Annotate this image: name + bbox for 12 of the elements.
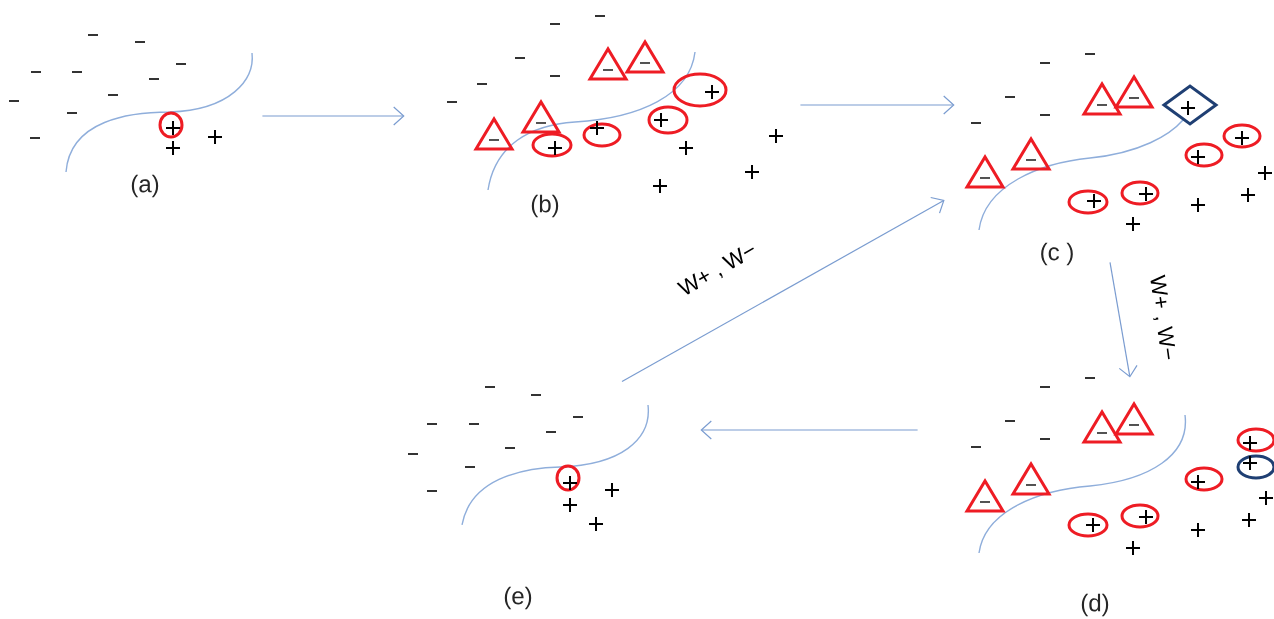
edge-label: W+ , W− (673, 238, 763, 302)
arrow (700, 420, 919, 440)
panel-label: (a) (131, 174, 159, 198)
arrow (261, 106, 405, 126)
arrow (799, 95, 955, 115)
arrow (1109, 261, 1138, 378)
panel-label: (e) (504, 586, 532, 610)
edge-label: W+ , W− (1144, 272, 1180, 364)
panel-label: (b) (531, 194, 559, 218)
panel-label: (c ) (1041, 242, 1073, 266)
panel-label: (d) (1081, 593, 1109, 617)
arrow (621, 196, 945, 383)
